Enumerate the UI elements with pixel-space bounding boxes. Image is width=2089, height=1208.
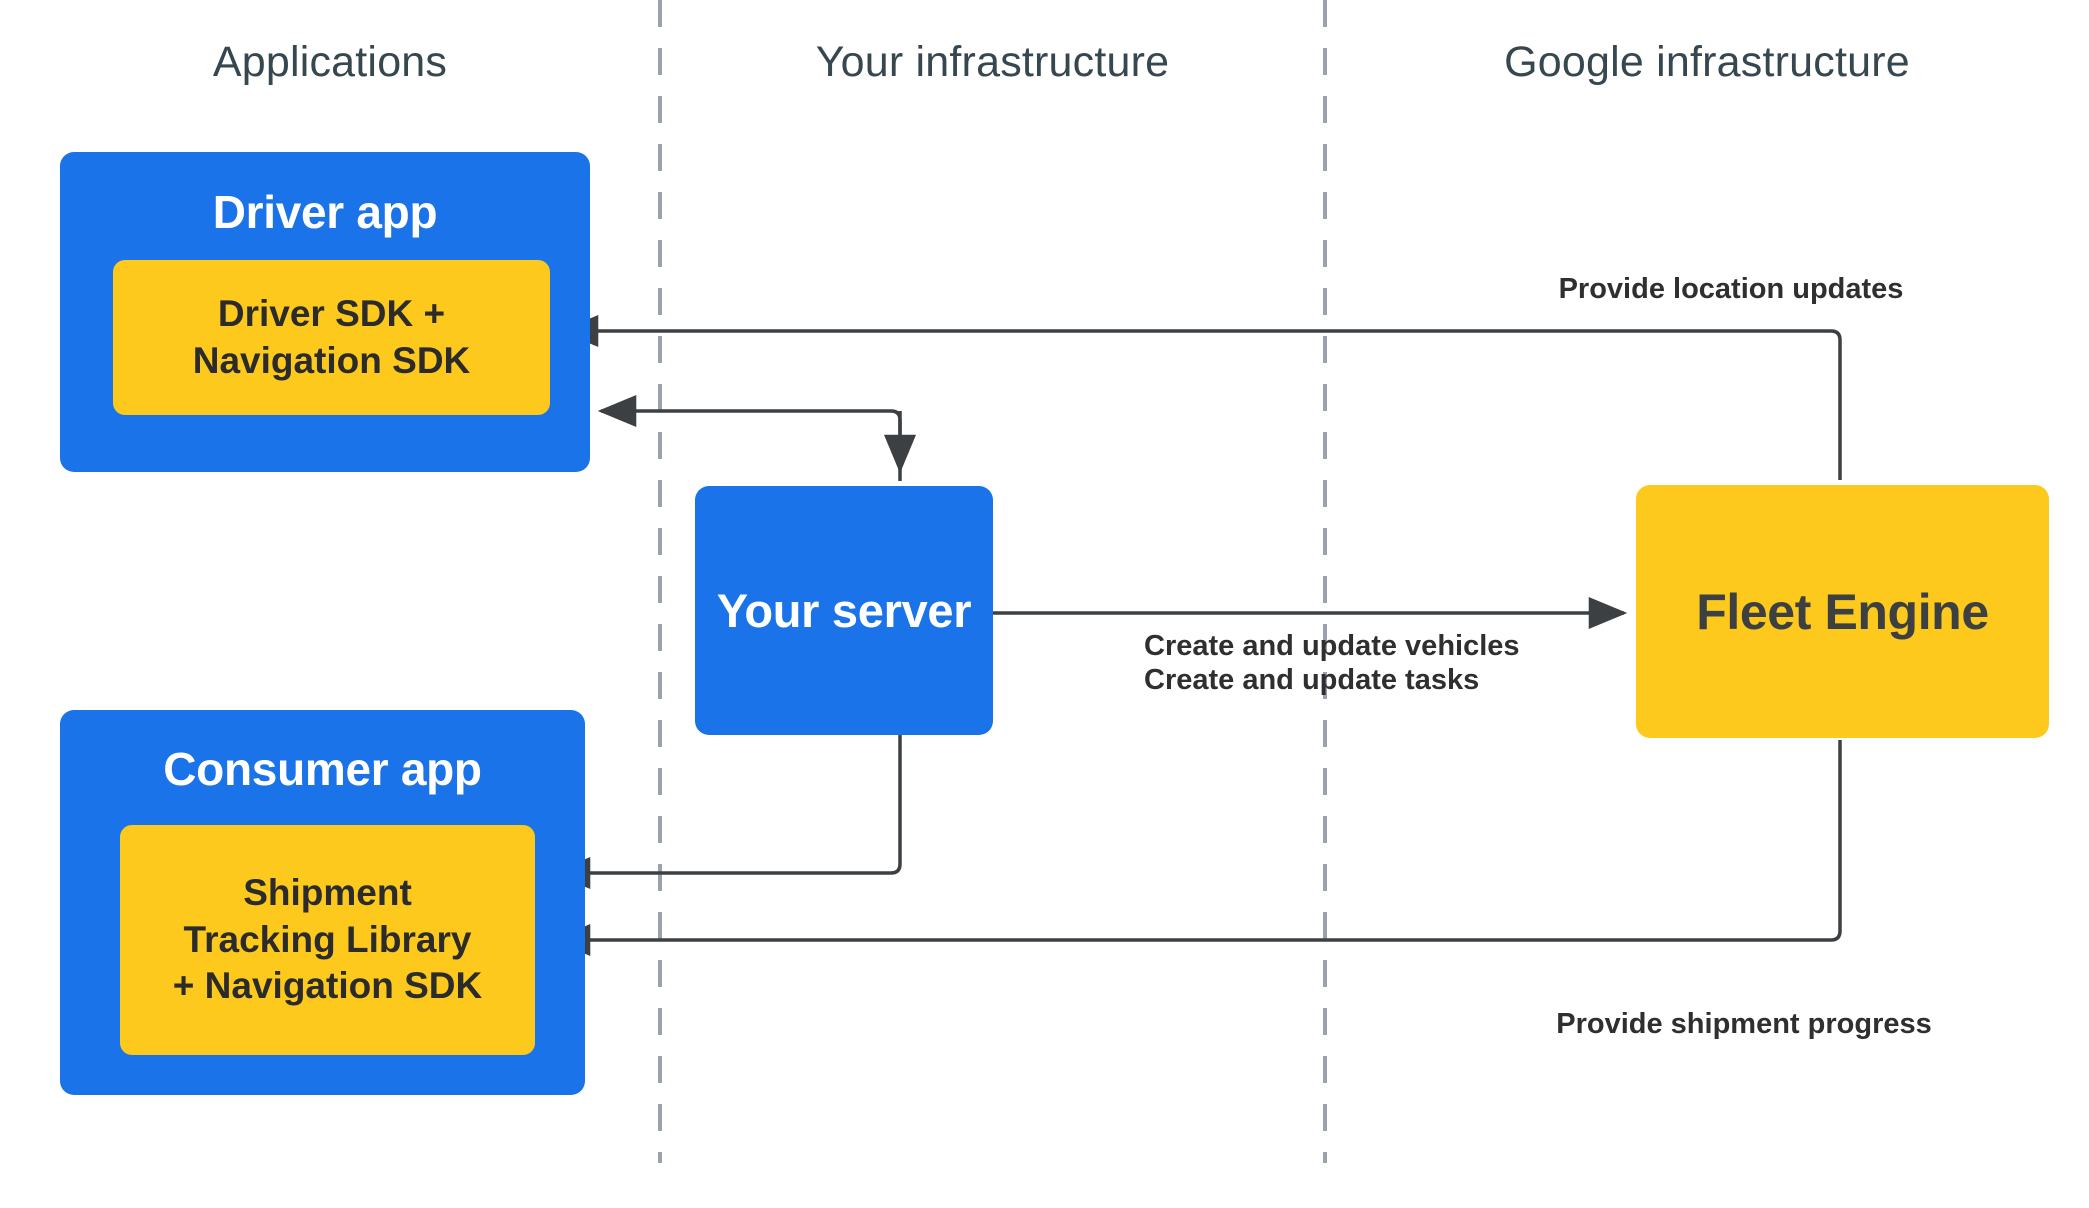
edge-server-to-consumer-app: [551, 735, 902, 890]
your-server-label: Your server: [716, 584, 972, 637]
driver-sdk-box[interactable]: Driver SDK + Navigation SDK: [113, 260, 550, 415]
consumer-sdk-line-3: + Navigation SDK: [172, 965, 483, 1007]
fleet-engine-label: Fleet Engine: [1696, 583, 1989, 640]
consumer-sdk-label: Shipment Tracking Library + Navigation S…: [165, 870, 490, 1010]
driver-sdk-line-1: Driver SDK +: [217, 292, 446, 334]
edge-label-create-and-update-vehicles: Create and update vehicles: [1144, 630, 1520, 662]
driver-app-title: Driver app: [212, 186, 438, 238]
your-server-box[interactable]: Your server: [695, 486, 993, 735]
driver-app-box[interactable]: Driver app Driver SDK + Navigation SDK: [60, 152, 590, 472]
edge-provide-shipment-progress: [551, 740, 1842, 957]
edge-label-create-and-update-tasks: Create and update tasks: [1144, 664, 1480, 697]
consumer-sdk-box[interactable]: Shipment Tracking Library + Navigation S…: [120, 825, 535, 1055]
edge-label-provide-shipment-progress: Provide shipment progress: [1556, 1008, 1932, 1040]
edge-label-provide-location-updates: Provide location updates: [1558, 273, 1904, 305]
column-header-applications: Applications: [212, 38, 448, 86]
driver-sdk-label: Driver SDK + Navigation SDK: [185, 291, 479, 384]
column-header-google-infrastructure: Google infrastructure: [1504, 38, 1910, 86]
consumer-app-title: Consumer app: [163, 743, 482, 795]
consumer-sdk-line-2: Tracking Library: [183, 918, 472, 960]
driver-sdk-line-2: Navigation SDK: [192, 339, 471, 381]
edge-server-to-driver-app: [597, 394, 902, 481]
edge-provide-location-updates: [559, 314, 1842, 480]
fleet-engine-box[interactable]: Fleet Engine: [1636, 485, 2049, 738]
column-header-your-infrastructure: Your infrastructure: [815, 38, 1170, 86]
consumer-sdk-line-1: Shipment: [243, 872, 412, 914]
consumer-app-box[interactable]: Consumer app Shipment Tracking Library +…: [60, 710, 585, 1095]
edge-label-create-and-update: Create and update vehicles Create and up…: [1144, 629, 1520, 697]
